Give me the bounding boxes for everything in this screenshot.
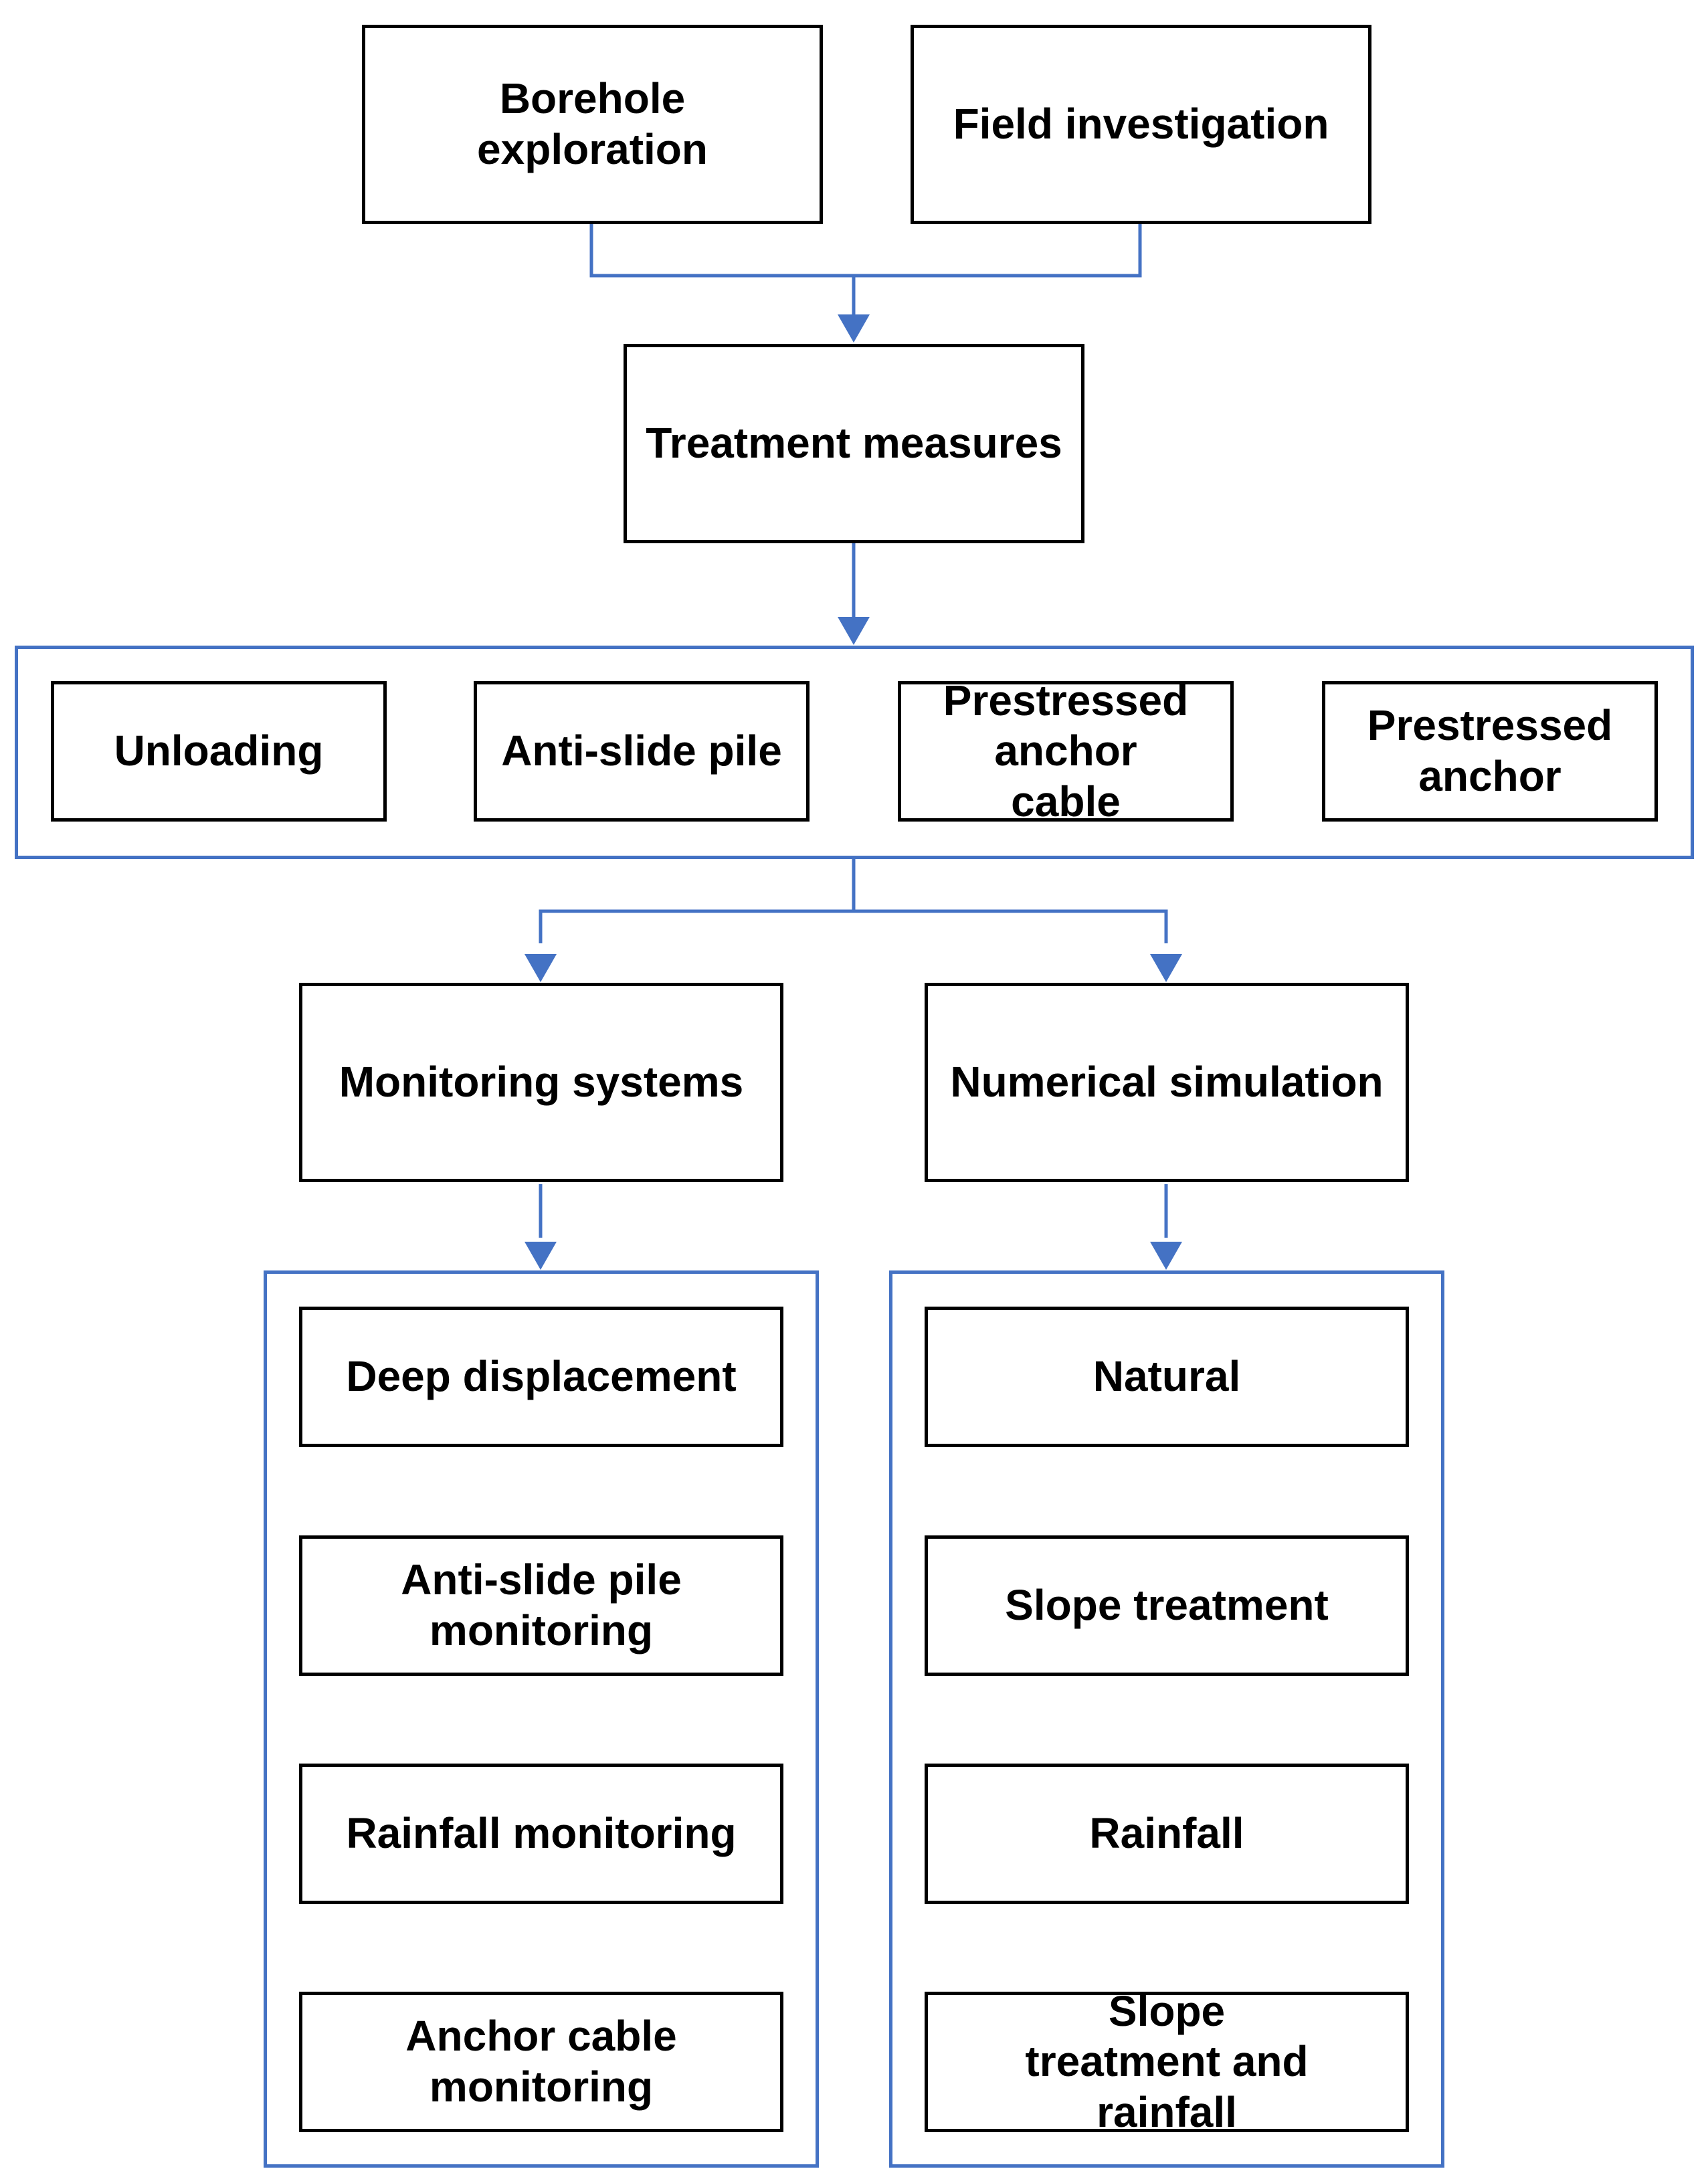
- simulation-items-group: [889, 1270, 1444, 2168]
- prestressed-anchor-box: Prestressed anchor: [1322, 681, 1658, 822]
- connector-measures-split: [539, 859, 856, 943]
- field-investigation-box: Field investigation: [911, 25, 1371, 224]
- arrowhead-numerical-simulation: [1150, 954, 1182, 982]
- arrowhead-monitoring-items: [525, 1242, 557, 1270]
- anti-slide-pile-monitoring-label: Anti-slide pile monitoring: [401, 1555, 682, 1654]
- numerical-simulation-box: Numerical simulation: [925, 983, 1409, 1182]
- natural-box: Natural: [925, 1307, 1409, 1447]
- arrowhead-monitoring-systems: [525, 954, 557, 982]
- borehole-exploration-label: Borehole exploration: [477, 74, 708, 173]
- deep-displacement-label: Deep displacement: [346, 1352, 737, 1401]
- deep-displacement-box: Deep displacement: [299, 1307, 783, 1447]
- connector-borehole-to-merge: [589, 223, 854, 278]
- slope-treatment-label: Slope treatment: [1005, 1581, 1329, 1630]
- prestressed-anchor-label: Prestressed anchor: [1367, 701, 1613, 800]
- unloading-box: Unloading: [51, 681, 387, 822]
- borehole-exploration-box: Borehole exploration: [362, 25, 823, 224]
- monitoring-systems-box: Monitoring systems: [299, 983, 783, 1182]
- prestressed-anchor-cable-label: Prestressed anchor cable: [943, 676, 1189, 826]
- anti-slide-pile-box: Anti-slide pile: [474, 681, 810, 822]
- slope-treatment-and-rainfall-label: Slope treatment and rainfall: [1025, 1986, 1309, 2136]
- slope-treatment-and-rainfall-box: Slope treatment and rainfall: [925, 1987, 1409, 2136]
- connector-measures-split-right: [854, 909, 1168, 943]
- monitoring-systems-label: Monitoring systems: [339, 1058, 744, 1107]
- treatment-measures-label: Treatment measures: [646, 419, 1062, 468]
- anti-slide-pile-monitoring-box: Anti-slide pile monitoring: [299, 1535, 783, 1676]
- monitoring-items-group: [264, 1270, 819, 2168]
- anti-slide-pile-label: Anti-slide pile: [501, 727, 782, 775]
- field-investigation-label: Field investigation: [953, 100, 1329, 149]
- treatment-measures-group: [15, 646, 1694, 859]
- unloading-label: Unloading: [114, 727, 324, 775]
- arrowhead-simulation-items: [1150, 1242, 1182, 1270]
- rainfall-monitoring-label: Rainfall monitoring: [346, 1809, 737, 1858]
- slope-treatment-box: Slope treatment: [925, 1535, 1409, 1676]
- anchor-cable-monitoring-box: Anchor cable monitoring: [299, 1992, 783, 2132]
- rainfall-label: Rainfall: [1089, 1809, 1244, 1858]
- arrowhead-treatment: [838, 314, 870, 343]
- numerical-simulation-label: Numerical simulation: [950, 1058, 1384, 1107]
- rainfall-box: Rainfall: [925, 1764, 1409, 1904]
- rainfall-monitoring-box: Rainfall monitoring: [299, 1764, 783, 1904]
- prestressed-anchor-cable-box: Prestressed anchor cable: [898, 676, 1234, 826]
- treatment-measures-box: Treatment measures: [624, 344, 1084, 543]
- connector-field-to-merge: [854, 223, 1142, 278]
- arrowhead-measures-group: [838, 617, 870, 645]
- anchor-cable-monitoring-label: Anchor cable monitoring: [405, 2012, 677, 2111]
- natural-label: Natural: [1093, 1352, 1241, 1401]
